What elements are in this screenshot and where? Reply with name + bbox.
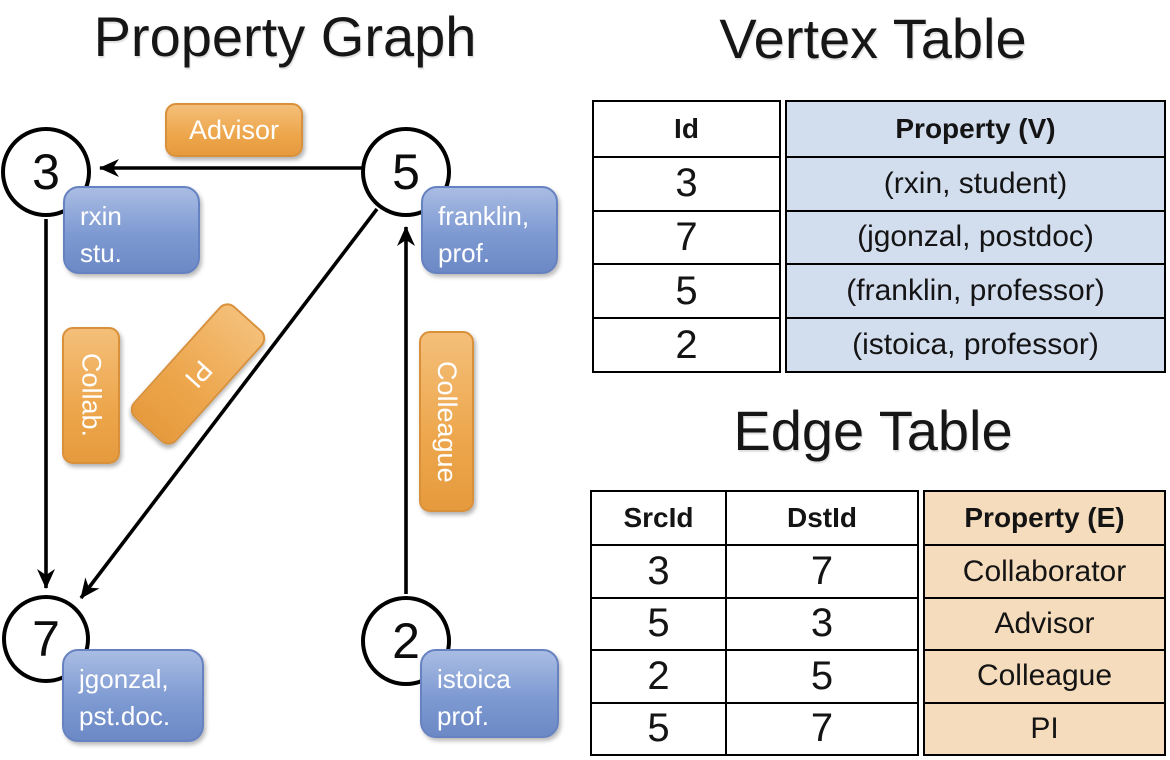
- vertex-property-line: rxin: [80, 201, 122, 231]
- edge-srcid-cell: 5: [592, 701, 725, 754]
- vertex-table-id-column: Id 3 7 5 2: [592, 100, 781, 373]
- vertex-property-box-7: jgonzal, pst.doc.: [62, 649, 204, 742]
- edge-dstid-cell: 3: [725, 596, 917, 650]
- vertex-property-cell: (jgonzal, postdoc): [787, 209, 1164, 264]
- edge-label-text: Colleague: [432, 360, 462, 483]
- vertex-property-line: istoica: [437, 664, 511, 694]
- vertex-property-line: jgonzal,: [79, 664, 169, 694]
- vertex-property-box-3: rxin stu.: [63, 186, 200, 274]
- edge-label-text: Advisor: [188, 114, 280, 145]
- vertex-property-box-5: franklin, prof.: [421, 186, 558, 274]
- vertex-id-cell: 3: [594, 155, 779, 210]
- vertex-property-line: stu.: [80, 237, 122, 268]
- edge-property-cell: PI: [925, 701, 1164, 754]
- edge-label-text: PI: [178, 354, 219, 394]
- graph-edges-layer: [37, 159, 415, 600]
- edge-srcid-cell: 2: [592, 649, 725, 701]
- edge-property-cell: Collaborator: [925, 544, 1164, 596]
- edge-table-id-columns: SrcId DstId 3 7 5 3 2 5 5 7: [590, 490, 919, 756]
- vertex-id-cell: 7: [594, 209, 779, 264]
- edge-table-property-column: Property (E) Collaborator Advisor Collea…: [923, 490, 1166, 756]
- edge-label-collab: Collab.: [62, 327, 120, 464]
- vertex-property-line: prof.: [438, 237, 491, 268]
- edge-srcid-cell: 3: [592, 544, 725, 596]
- node-id-label: 5: [392, 144, 420, 200]
- edge-table-title: Edge Table: [733, 399, 1013, 462]
- vertex-property-line: pst.doc.: [79, 700, 171, 731]
- graph-node-5: 5: [361, 127, 451, 217]
- node-id-label: 3: [32, 144, 60, 200]
- edge-dstid-cell: 7: [725, 544, 917, 597]
- vertex-property-box-2: istoica prof.: [420, 649, 559, 738]
- edge-label-advisor: Advisor: [165, 103, 303, 157]
- vertex-id-cell: 2: [594, 317, 779, 371]
- edge-table-header-dstid: DstId: [725, 492, 917, 545]
- node-id-label: 2: [392, 613, 420, 669]
- graph-title: Property Graph: [93, 5, 477, 68]
- vertex-table-header-property: Property (V): [895, 112, 1056, 144]
- edge-5-to-7-pi: [79, 207, 379, 600]
- node-id-label: 7: [32, 611, 60, 667]
- graph-node-2: 2: [361, 596, 451, 686]
- vertex-property-cell: (rxin, student): [787, 155, 1164, 210]
- vertex-table-title: Vertex Table: [719, 7, 1027, 70]
- vertex-property-cell: (istoica, professor): [787, 317, 1164, 371]
- edge-dstid-cell: 7: [725, 701, 917, 754]
- edge-label-colleague: Colleague: [419, 331, 474, 512]
- edge-property-cell: Advisor: [925, 596, 1164, 649]
- vertex-property-line: prof.: [437, 700, 490, 731]
- edge-table-header-property: Property (E): [964, 502, 1125, 534]
- vertex-table-property-column: Property (V) (rxin, student) (jgonzal, p…: [785, 100, 1166, 373]
- vertex-property-line: franklin,: [438, 201, 530, 231]
- edge-label-text: Collab.: [76, 353, 107, 438]
- edge-srcid-cell: 5: [592, 596, 725, 649]
- edge-table-header-srcid: SrcId: [623, 502, 694, 534]
- vertex-id-cell: 5: [594, 263, 779, 317]
- vertex-property-cell: (franklin, professor): [787, 263, 1164, 317]
- edge-dstid-cell: 5: [725, 649, 917, 702]
- edge-property-cell: Colleague: [925, 649, 1164, 701]
- vertex-table-header-id: Id: [674, 112, 699, 144]
